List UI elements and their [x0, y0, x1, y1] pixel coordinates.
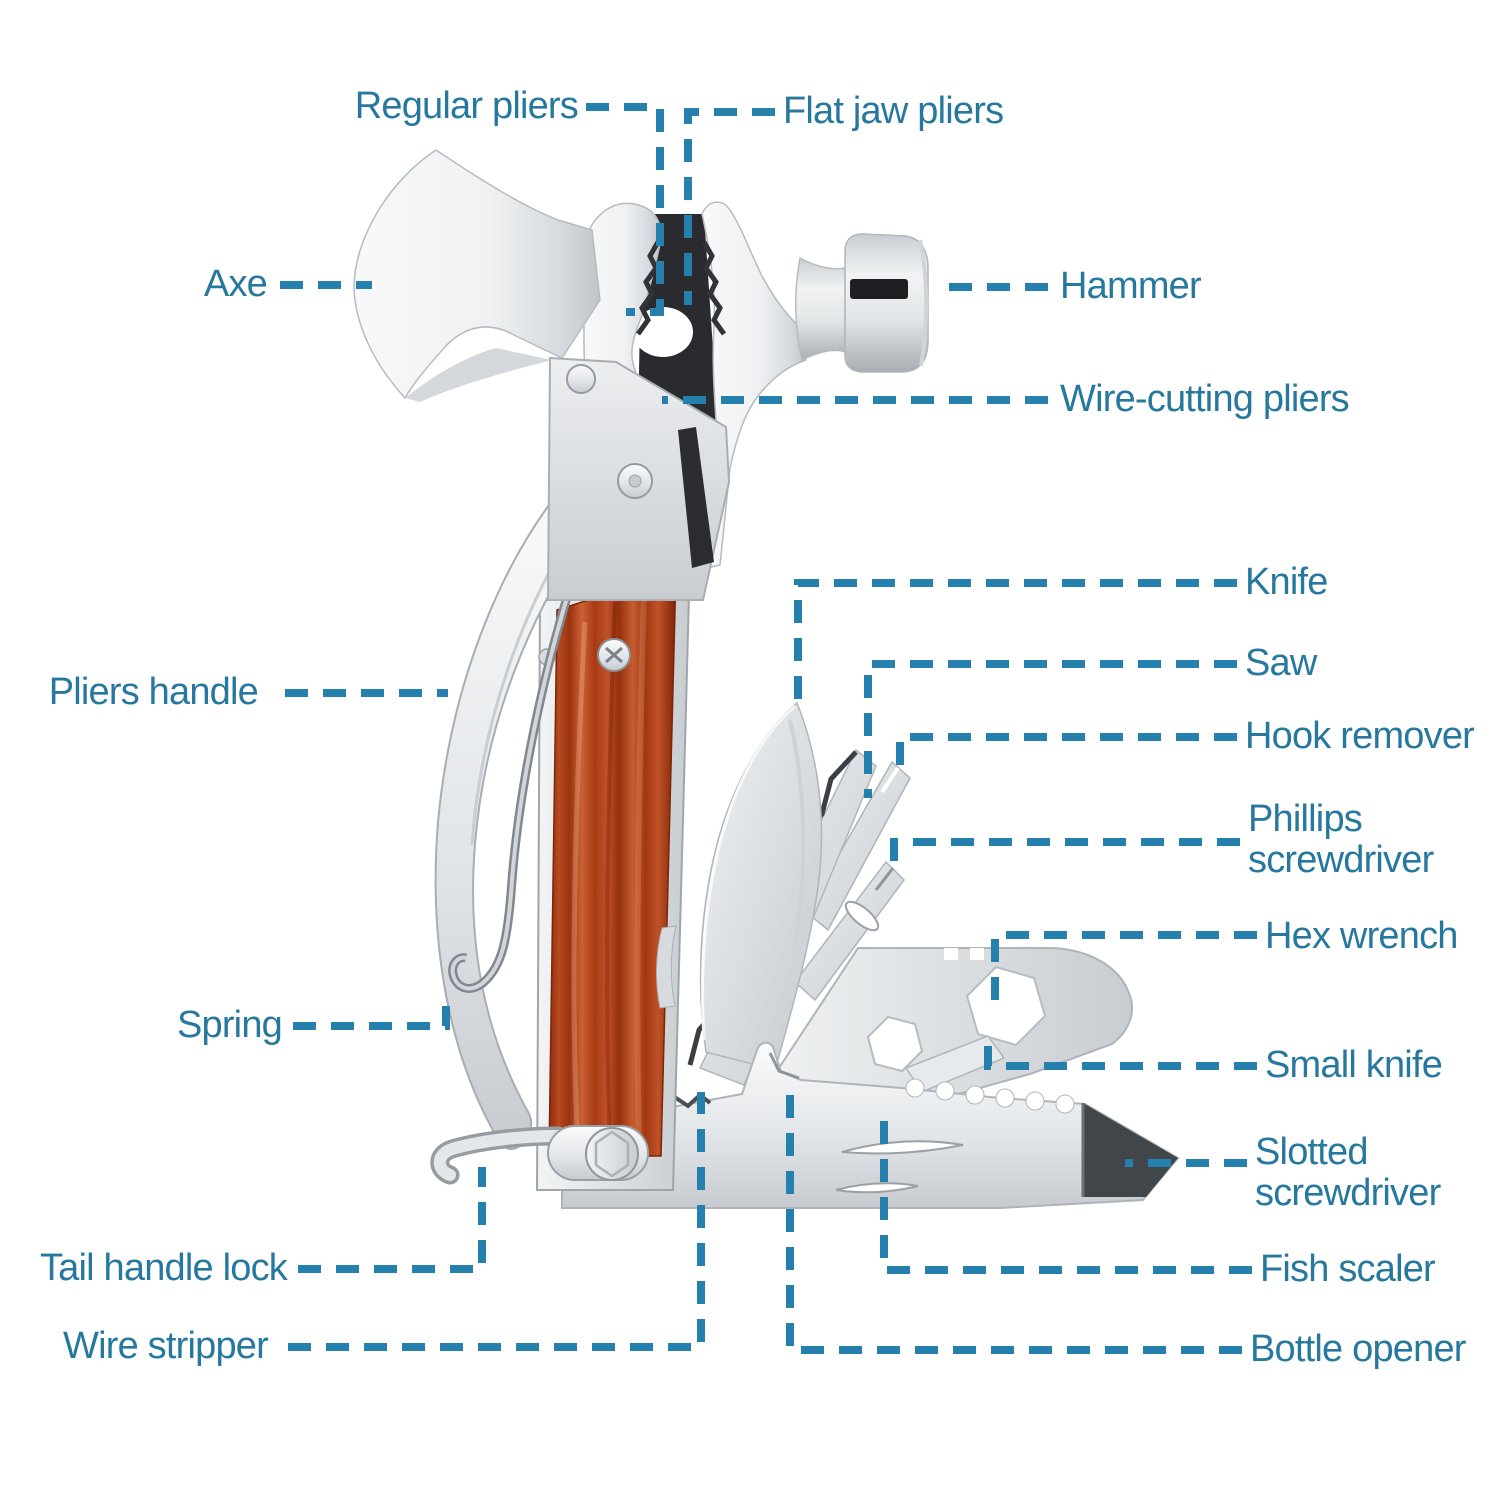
fish-scaler-serrations — [905, 1078, 1075, 1114]
knife-blade — [699, 701, 823, 1071]
label-flat-jaw-pliers: Flat jaw pliers — [783, 90, 1004, 132]
leader-small-knife — [984, 1042, 1257, 1070]
leader-spring — [293, 1006, 450, 1030]
label-fish-scaler: Fish scaler — [1260, 1248, 1436, 1290]
fish-scaler-bar — [561, 1041, 1180, 1209]
plate-notch — [944, 948, 958, 960]
axe-head — [353, 149, 601, 402]
label-hook-remover: Hook remover — [1245, 715, 1475, 757]
hammer-face-highlight — [918, 239, 929, 367]
phillips-screwdriver-tool — [793, 860, 905, 1002]
pivot-rivet-upper — [566, 364, 596, 394]
leader-hex-wrench — [991, 931, 1257, 1000]
bottle-opener-hook — [768, 1052, 800, 1080]
label-axe: Axe — [203, 263, 268, 305]
pivot-rivet-dimple — [628, 474, 642, 488]
leader-knife — [794, 579, 1237, 706]
wood-grain — [634, 591, 647, 1151]
leader-wire-stripper — [288, 1092, 705, 1351]
plate-notch — [970, 948, 984, 960]
handle-screw-cross — [605, 646, 623, 664]
leader-saw — [864, 660, 1237, 798]
leader-fish-scaler — [880, 1113, 1252, 1274]
tail-handle-lock — [430, 1125, 649, 1185]
hex-socket-cutout-small — [866, 1015, 924, 1073]
label-hex-wrench: Hex wrench — [1265, 915, 1458, 957]
label-phillips-screwdriver: Phillips screwdriver — [1248, 798, 1434, 882]
label-small-knife: Small knife — [1265, 1044, 1443, 1086]
label-regular-pliers: Regular pliers — [354, 85, 579, 127]
label-hammer: Hammer — [1060, 265, 1202, 307]
label-bottle-opener: Bottle opener — [1250, 1328, 1466, 1370]
hammer-neck — [794, 256, 846, 362]
pivot-bolt-hex — [594, 1130, 630, 1178]
left-jaw-serrations — [635, 240, 661, 336]
label-saw: Saw — [1245, 642, 1317, 684]
hex-socket-cutout — [965, 965, 1047, 1047]
label-pliers-handle: Pliers handle — [48, 671, 259, 713]
hammer-head — [794, 233, 929, 373]
wire-cutter-slot — [678, 427, 714, 568]
hex-wrench-plate — [744, 947, 1133, 1128]
label-knife: Knife — [1245, 561, 1328, 603]
pivot-bolt — [585, 1127, 639, 1181]
slotted-screwdriver-tip — [1083, 1103, 1178, 1197]
wood-grain — [571, 621, 588, 1149]
label-wire-cutting-pliers: Wire-cutting pliers — [1060, 378, 1350, 420]
axe-bevel — [405, 348, 552, 402]
spring — [448, 520, 597, 993]
label-tail-handle-lock: Tail handle lock — [39, 1247, 288, 1289]
label-spring: Spring — [176, 1004, 283, 1046]
fan-tools — [687, 701, 911, 1086]
leader-hook-remover — [896, 733, 1237, 772]
scaler-slot — [841, 1140, 964, 1155]
leader-bottle-opener — [786, 1087, 1242, 1354]
label-slotted-screwdriver: Slotted screwdriver — [1255, 1131, 1441, 1215]
hammer-face-groove — [850, 279, 908, 299]
handle-finger-notch — [655, 925, 677, 1009]
right-jaw-serrations — [701, 240, 727, 336]
handle — [535, 556, 692, 1191]
wood-grain — [605, 601, 617, 1151]
lower-tools — [561, 947, 1180, 1209]
leader-phillips-screwdriver — [890, 838, 1240, 870]
scaler-slot — [835, 1182, 919, 1194]
leader-flat-jaw-pliers — [684, 108, 775, 305]
pliers-head — [353, 149, 929, 601]
leader-lines — [280, 103, 1257, 1354]
label-wire-stripper: Wire stripper — [63, 1325, 269, 1367]
